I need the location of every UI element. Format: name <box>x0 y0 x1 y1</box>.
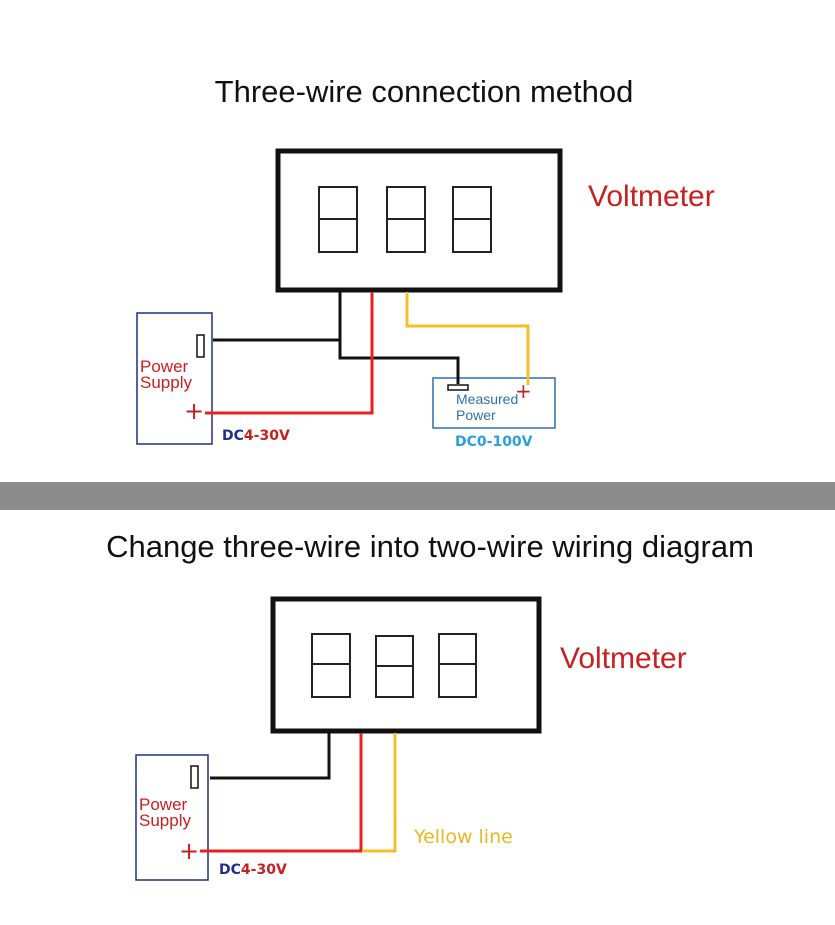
two-wire-section: Change three-wire into two-wire wiring d… <box>106 529 754 881</box>
top-red-wire <box>205 292 374 415</box>
top-voltmeter-label: Voltmeter <box>588 180 715 213</box>
top-digit-2 <box>386 186 426 253</box>
bottom-black-wire <box>210 733 331 780</box>
section-divider <box>0 482 835 510</box>
bottom-digit-3 <box>438 633 477 698</box>
top-measured-label-1: Measured <box>456 391 518 407</box>
top-black-wire-supply <box>213 292 342 342</box>
top-power-plus-symbol: + <box>184 397 204 425</box>
bottom-power-plus-symbol: + <box>179 837 199 865</box>
bottom-power-negative-terminal <box>190 765 199 789</box>
top-voltmeter-display <box>275 148 563 293</box>
top-digit-3 <box>452 186 492 253</box>
top-power-supply-label-2: Supply <box>140 373 192 392</box>
bottom-yellow-line-label: Yellow line <box>413 826 513 848</box>
top-dc-measured-label: DC0-100V <box>455 434 533 450</box>
bottom-power-supply-label-2: Supply <box>139 811 191 830</box>
bottom-red-wire <box>200 733 363 853</box>
bottom-title: Change three-wire into two-wire wiring d… <box>106 529 754 564</box>
top-measured-negative-terminal <box>447 384 469 391</box>
top-black-wire-measured <box>338 340 460 384</box>
top-digit-1 <box>318 186 358 253</box>
bottom-dc-supply-label: DC4-30V <box>219 862 287 878</box>
bottom-seven-segment-digits <box>311 633 477 698</box>
top-dc-supply-label: DC4-30V <box>222 428 290 444</box>
bottom-yellow-wire <box>362 733 397 853</box>
top-seven-segment-digits <box>318 186 492 253</box>
bottom-digit-1 <box>311 633 351 698</box>
bottom-digit-2 <box>375 635 414 698</box>
top-title: Three-wire connection method <box>215 74 634 109</box>
three-wire-section: Three-wire connection method Voltmeter P… <box>136 74 715 450</box>
top-yellow-wire <box>405 292 530 385</box>
top-measured-label-2: Power <box>456 407 496 423</box>
bottom-power-supply-label-1: Power <box>139 795 188 814</box>
bottom-voltmeter-label: Voltmeter <box>560 642 687 675</box>
top-power-supply-label-1: Power <box>140 357 189 376</box>
top-power-negative-terminal <box>196 334 205 358</box>
